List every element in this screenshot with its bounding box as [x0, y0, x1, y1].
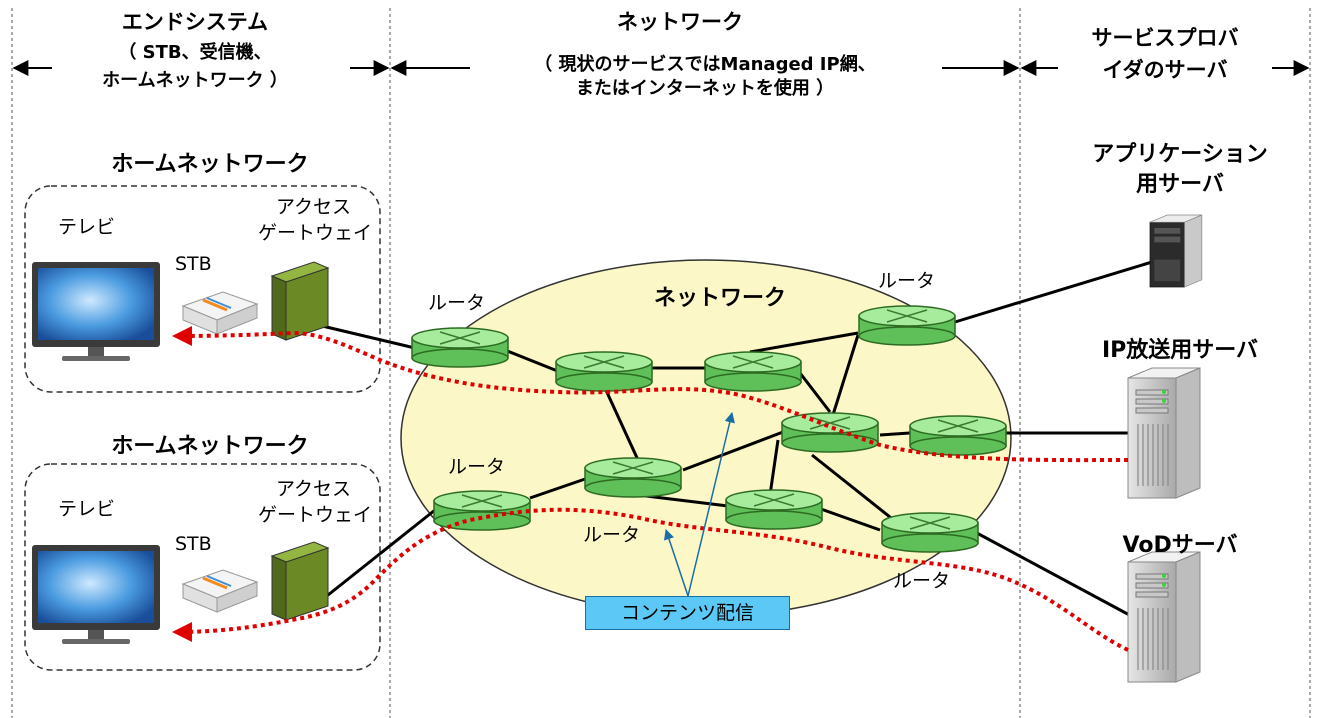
router-label-3: ルータ: [448, 456, 506, 478]
home-network-title-1: ホームネットワーク: [111, 152, 309, 177]
gateway-label-1b: ゲートウェイ: [258, 222, 373, 244]
ip-broadcast-server: [1127, 367, 1201, 499]
ip-broadcast-server-label: IP放送用サーバ: [1101, 338, 1259, 363]
end-system-sub1: （ STB、受信機、: [118, 42, 272, 63]
cloud-label: ネットワーク: [653, 286, 786, 311]
router-label-2: ルータ: [878, 270, 936, 292]
tv-2: [32, 545, 160, 644]
stb-label-2: STB: [175, 533, 212, 555]
gateway-label-2b: ゲートウェイ: [258, 504, 373, 526]
gateway-label-2a: アクセス: [276, 478, 352, 500]
gateway-label-1a: アクセス: [276, 196, 352, 218]
network-links: [317, 253, 1176, 620]
provider-title-line2: イダのサーバ: [1102, 58, 1228, 82]
provider-title-line1: サービスプロバ: [1091, 26, 1239, 50]
application-server: [1149, 214, 1203, 288]
network-sub1: （ 現状のサービスではManaged IP網、: [534, 54, 876, 75]
network-title: ネットワーク: [617, 10, 743, 34]
content-delivery-callout: コンテンツ配信: [585, 596, 790, 630]
end-system-title: エンドシステム: [121, 10, 269, 34]
stb-2: [181, 568, 259, 614]
content-streams: [172, 325, 1129, 652]
end-system-sub2: ホームネットワーク ）: [102, 70, 288, 91]
router-label-4: ルータ: [583, 524, 641, 546]
stb-1: [181, 290, 259, 336]
vod-server: [1127, 551, 1201, 683]
tv-label-2: テレビ: [58, 498, 116, 520]
home-network-title-2: ホームネットワーク: [111, 434, 309, 459]
network-sub2: またはインターネットを使用 ）: [575, 78, 835, 99]
gateway-1: [271, 261, 329, 341]
callout-arrows: [664, 411, 735, 597]
router-label-1: ルータ: [428, 292, 486, 314]
home-network-box-2: [24, 463, 381, 671]
vod-server-label: VoDサーバ: [1122, 533, 1238, 558]
stb-label-1: STB: [175, 253, 212, 275]
home-network-box-1: [24, 185, 381, 393]
router-label-5: ルータ: [893, 570, 951, 592]
section-dividers: [11, 8, 1311, 718]
tv-1: [32, 262, 160, 361]
gateway-2: [271, 541, 329, 621]
app-server-label-2: 用サーバ: [1136, 172, 1224, 197]
tv-label-1: テレビ: [58, 216, 116, 238]
app-server-label-1: アプリケーション: [1092, 142, 1268, 167]
